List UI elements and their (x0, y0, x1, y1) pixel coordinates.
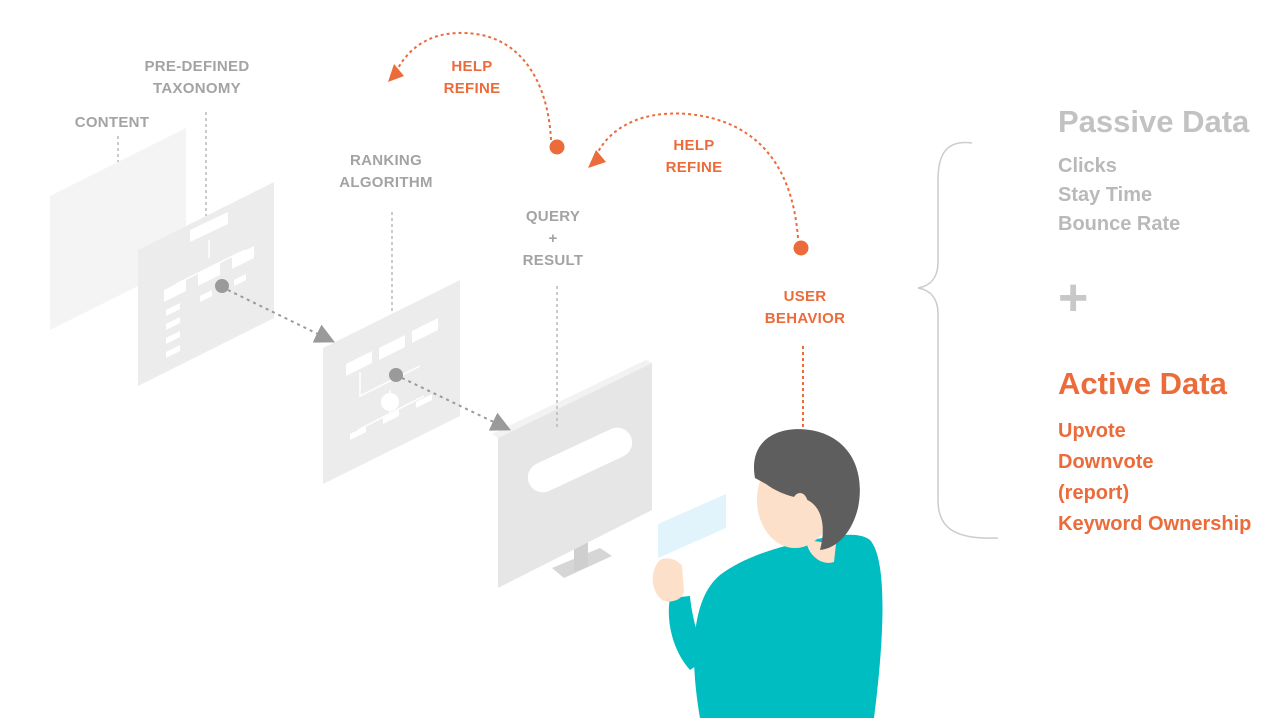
search-bar-shape (527, 427, 633, 493)
label-taxonomy: PRE-DEFINED TAXONOMY (144, 58, 250, 97)
person-illustration (652, 429, 883, 718)
active-item-report: (report) (1058, 482, 1130, 504)
active-data-title: Active Data (1058, 366, 1227, 401)
ranking-node (389, 368, 403, 382)
passive-item-bounce-rate: Bounce Rate (1058, 213, 1181, 235)
label-help-refine-lower: HELP REFINE (665, 137, 723, 176)
label-user-behavior: USER BEHAVIOR (764, 288, 846, 327)
active-item-downvote: Downvote (1058, 451, 1154, 473)
monitor (492, 360, 652, 588)
taxonomy-node (215, 279, 229, 293)
passive-item-clicks: Clicks (1058, 155, 1117, 177)
plus-sign: + (1058, 269, 1089, 327)
taxonomy-panel (138, 182, 274, 386)
passive-data-title: Passive Data (1058, 104, 1250, 139)
passive-data-list: Clicks Stay Time Bounce Rate (1058, 152, 1180, 239)
active-item-upvote: Upvote (1058, 420, 1126, 442)
label-help-refine-upper: HELP REFINE (443, 58, 501, 97)
ranking-to-query-arrow (401, 377, 512, 431)
passive-item-stay-time: Stay Time (1058, 184, 1153, 206)
label-query-result: QUERY + RESULT (522, 208, 584, 269)
label-content: CONTENT (74, 114, 150, 131)
content-sheet (50, 128, 186, 330)
tablet-shape (658, 494, 726, 558)
active-item-keyword-ownership: Keyword Ownership (1058, 513, 1252, 535)
ranking-panel (323, 280, 460, 484)
curly-brace (917, 141, 999, 539)
label-ranking: RANKING ALGORITHM (339, 152, 433, 191)
refine-arc-lower (588, 112, 809, 256)
active-data-list: Upvote Downvote (report) Keyword Ownersh… (1058, 416, 1251, 540)
refine-arc-upper (388, 31, 565, 155)
